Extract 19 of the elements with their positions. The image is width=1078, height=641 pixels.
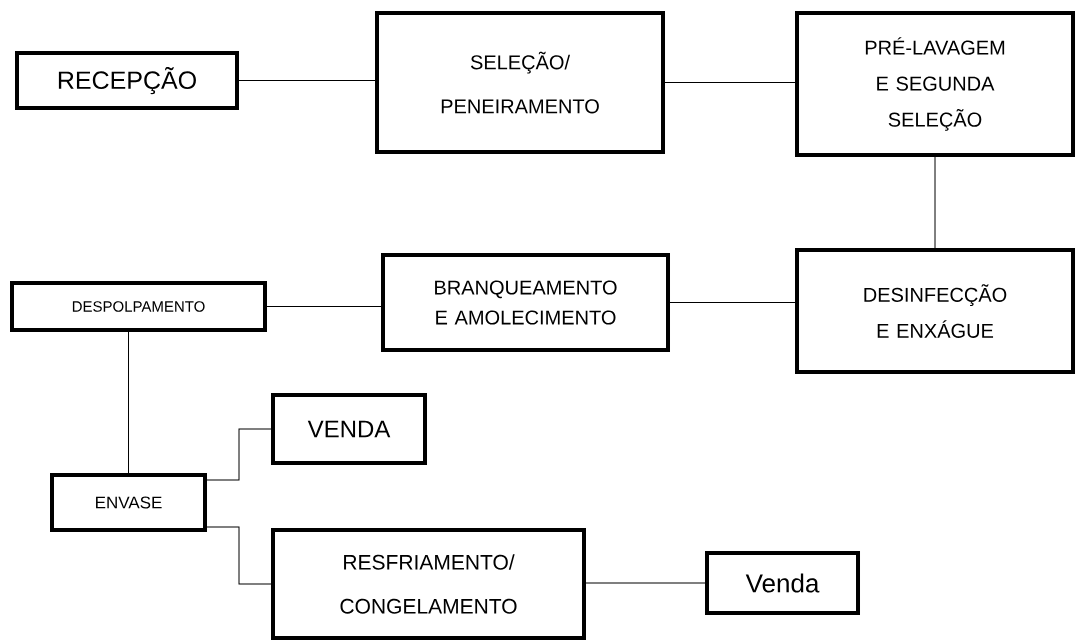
connector-line — [667, 302, 798, 303]
process-box: DESINFECÇÃO E ENXÁGUE — [795, 248, 1075, 374]
process-box: VENDA — [271, 393, 427, 465]
process-box: BRANQUEAMENTO E AMOLECIMENTO — [381, 253, 670, 352]
process-box: DESPOLPAMENTO — [10, 281, 267, 332]
process-box: PRÉ-LAVAGEM E SEGUNDA SELEÇÃO — [795, 11, 1075, 157]
connector-line — [204, 526, 272, 585]
connector-line — [662, 82, 798, 83]
connector-line — [583, 582, 708, 584]
process-box: Venda — [705, 551, 860, 615]
process-box: RESFRIAMENTO/ CONGELAMENTO — [271, 528, 586, 640]
process-box: RECEPÇÃO — [15, 51, 239, 110]
connector-line — [204, 428, 272, 481]
process-box: SELEÇÃO/ PENEIRAMENTO — [375, 11, 665, 154]
connector-line — [236, 80, 378, 81]
connector-line — [934, 154, 936, 251]
connector-line — [128, 329, 129, 476]
process-box: ENVASE — [50, 473, 207, 532]
connector-line — [264, 306, 384, 307]
